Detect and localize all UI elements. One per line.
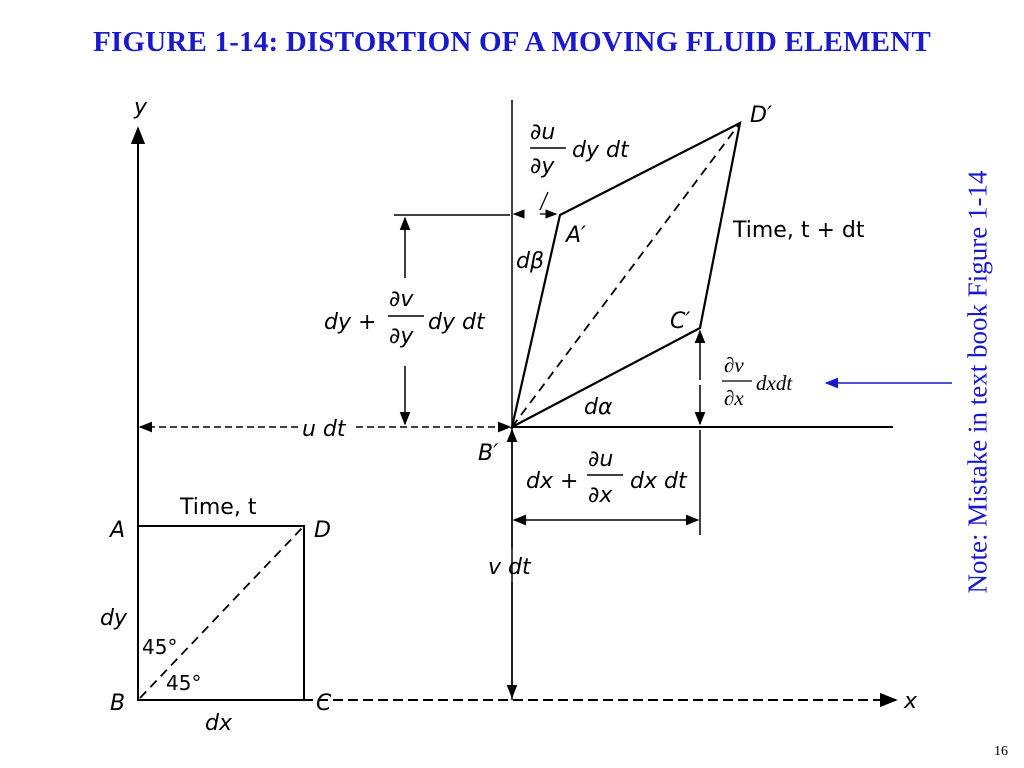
- corner-c-label: C: [316, 691, 332, 716]
- dx-plus-du-dx-annotation: dx + ∂u ∂x dx dt: [512, 430, 701, 535]
- page-number: 16: [994, 744, 1008, 759]
- time-t-plus-dt-label: Time, t + dt: [732, 218, 865, 243]
- corner-d-label: D: [314, 518, 331, 543]
- corner-a-label: A: [108, 518, 125, 543]
- dx-prefix: dx +: [526, 469, 578, 494]
- y-axis-label: y: [133, 95, 148, 120]
- original-fluid-element: Time, t A B C D dy dx 45° 45°: [100, 495, 332, 736]
- dv-dy-rest: dy dt: [428, 310, 486, 335]
- side-dx-label: dx: [205, 711, 233, 736]
- dy-prefix: dy +: [324, 310, 376, 335]
- dv-dy-numerator: ∂v: [389, 287, 414, 312]
- corner-a-prime-label: A′: [564, 223, 586, 248]
- dy-plus-dv-dy-annotation: dy + ∂v ∂y dy dt: [324, 214, 510, 426]
- du-dy-denominator: ∂y: [530, 154, 555, 179]
- x-axis-label: x: [903, 689, 918, 714]
- corner-b-prime-label: B′: [478, 441, 498, 466]
- original-element-square: [137, 525, 305, 701]
- dv-dx-numerator: ∂v: [724, 353, 744, 377]
- moved-element-diagonal: [511, 122, 741, 428]
- corner-b-label: B: [110, 691, 125, 716]
- angle-45-lower: 45°: [166, 671, 201, 695]
- du-dy-numerator: ∂u: [530, 120, 555, 145]
- u-dt-label: u dt: [302, 417, 347, 442]
- corner-c-prime-label: C′: [670, 309, 690, 334]
- corner-d-prime-label: D′: [750, 103, 772, 128]
- du-dy-dy-dt-annotation: ∂u ∂y dy dt: [512, 120, 630, 219]
- slide-title: FIGURE 1-14: DISTORTION OF A MOVING FLUI…: [93, 26, 931, 58]
- side-dy-label: dy: [100, 606, 128, 631]
- dv-dy-denominator: ∂y: [389, 324, 414, 349]
- du-dx-numerator: ∂u: [588, 447, 613, 472]
- du-dx-rest: dx dt: [630, 469, 688, 494]
- moved-fluid-element: A′ B′ C′ D′ Time, t + dt dβ dα: [478, 103, 865, 466]
- du-dx-denominator: ∂x: [588, 483, 613, 508]
- d-beta-label: dβ: [516, 249, 544, 274]
- angle-45-upper: 45°: [142, 635, 177, 659]
- time-t-label: Time, t: [179, 495, 257, 520]
- du-dy-rest: dy dt: [572, 138, 630, 163]
- original-element-diagonal: [139, 527, 303, 699]
- dv-dx-dxdt-annotation: ∂v ∂x dxdt: [694, 329, 952, 426]
- dv-dx-denominator: ∂x: [724, 386, 744, 410]
- dv-dx-rest: dxdt: [756, 371, 793, 395]
- d-alpha-label: dα: [584, 395, 613, 420]
- v-dt-label: v dt: [488, 555, 532, 580]
